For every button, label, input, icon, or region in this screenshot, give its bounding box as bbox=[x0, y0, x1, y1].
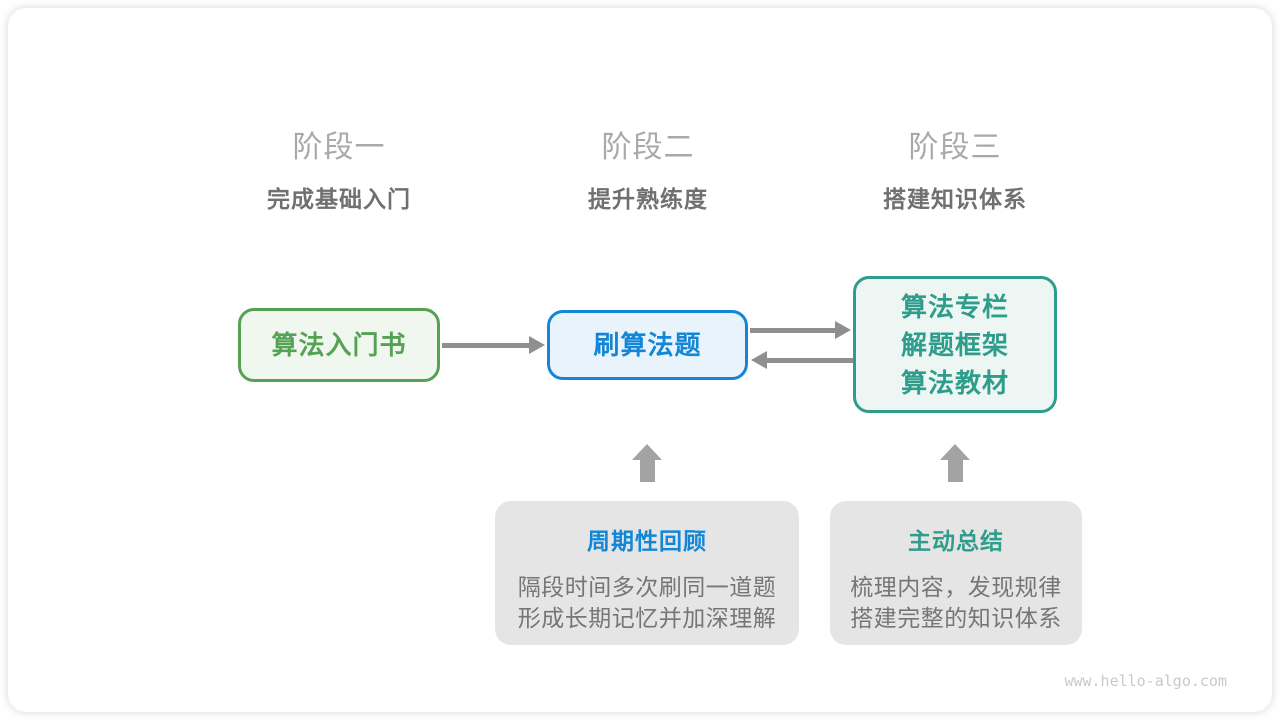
callout-active-summary-desc-line-2: 搭建完整的知识体系 bbox=[850, 605, 1062, 631]
stage-3-header: 阶段三 搭建知识体系 bbox=[845, 128, 1065, 214]
stage-1-label: 阶段一 bbox=[292, 131, 386, 164]
arrow-left-resources-to-practice-icon bbox=[751, 351, 853, 369]
callout-active-summary: 主动总结 梳理内容，发现规律 搭建完整的知识体系 bbox=[830, 501, 1082, 645]
callout-periodic-review-desc-line-1: 隔段时间多次刷同一道题 bbox=[517, 574, 777, 600]
node-resources-line-3: 算法教材 bbox=[900, 367, 1009, 398]
node-practice-problems: 刷算法题 bbox=[547, 310, 748, 380]
node-practice-problems-label: 刷算法题 bbox=[593, 330, 702, 360]
arrow-right-practice-to-resources-icon bbox=[750, 321, 851, 339]
callout-periodic-review: 周期性回顾 隔段时间多次刷同一道题 形成长期记忆并加深理解 bbox=[495, 501, 799, 645]
stage-2-subtitle: 提升熟练度 bbox=[588, 186, 708, 212]
diagram-card: 阶段一 完成基础入门 阶段二 提升熟练度 阶段三 搭建知识体系 算法入门书 刷算… bbox=[8, 8, 1272, 712]
stage-3-subtitle: 搭建知识体系 bbox=[883, 186, 1027, 212]
callout-active-summary-desc-line-1: 梳理内容，发现规律 bbox=[850, 574, 1062, 600]
node-knowledge-resources: 算法专栏 解题框架 算法教材 bbox=[853, 276, 1057, 413]
watermark: www.hello-algo.com bbox=[1064, 672, 1227, 690]
callout-active-summary-desc: 梳理内容，发现规律 搭建完整的知识体系 bbox=[830, 572, 1082, 634]
callout-active-summary-title: 主动总结 bbox=[908, 528, 1004, 554]
callout-periodic-review-desc-line-2: 形成长期记忆并加深理解 bbox=[517, 605, 777, 631]
node-intro-book: 算法入门书 bbox=[238, 308, 440, 382]
callout-periodic-review-desc: 隔段时间多次刷同一道题 形成长期记忆并加深理解 bbox=[495, 572, 799, 634]
arrow-up-review-to-practice-icon bbox=[632, 444, 662, 482]
arrow-up-summary-to-resources-icon bbox=[940, 444, 970, 482]
stage-3-label: 阶段三 bbox=[908, 131, 1002, 164]
stage-1-subtitle: 完成基础入门 bbox=[267, 186, 411, 212]
callout-periodic-review-title: 周期性回顾 bbox=[587, 528, 707, 554]
node-intro-book-label: 算法入门书 bbox=[271, 330, 407, 360]
stage-2-label: 阶段二 bbox=[601, 131, 695, 164]
stage-1-header: 阶段一 完成基础入门 bbox=[229, 128, 449, 214]
node-resources-line-1: 算法专栏 bbox=[900, 291, 1009, 322]
node-resources-line-2: 解题框架 bbox=[900, 329, 1009, 360]
stage-2-header: 阶段二 提升熟练度 bbox=[538, 128, 758, 214]
arrow-right-intro-to-practice-icon bbox=[442, 336, 545, 354]
